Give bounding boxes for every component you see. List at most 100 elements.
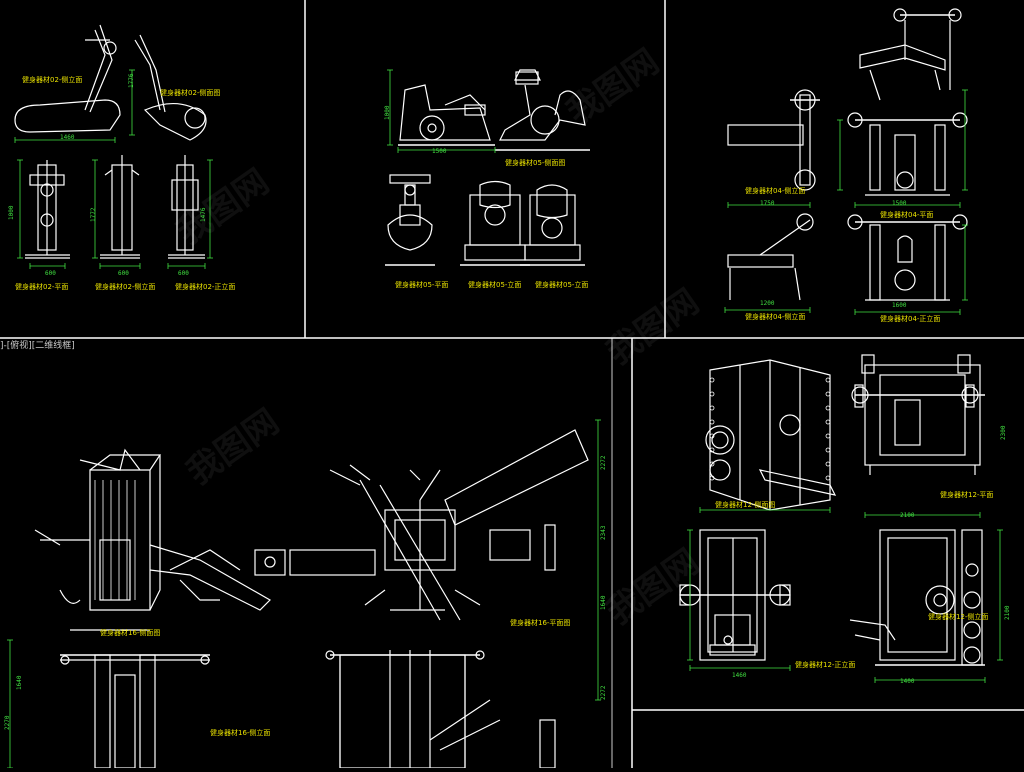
drawing-rect [399, 204, 421, 226]
drawing-circle [952, 214, 968, 230]
drawing-path [869, 69, 941, 101]
drawing-label: 健身器材04-平面 [880, 211, 934, 219]
drawing-circle [825, 377, 831, 383]
drawing-label: 健身器材02-侧立面 [95, 283, 156, 291]
dimension-text: 1640 [16, 675, 23, 690]
drawing-rect [389, 174, 431, 184]
drawing-label: 健身器材12-侧立面 [928, 613, 989, 621]
drawing-rect [464, 104, 486, 116]
drawing-label: 健身器材12-侧面图 [715, 501, 776, 509]
drawing-circle [925, 585, 955, 615]
drawing-circle [769, 584, 791, 606]
drawing-rect [139, 654, 156, 769]
drawing-circle [933, 593, 947, 607]
drawing-rect [515, 71, 539, 85]
drawing-rect [709, 644, 756, 656]
drawing-rect [799, 94, 811, 186]
drawing-circle [709, 391, 715, 397]
drawing-rect [469, 194, 521, 246]
dimension-text: 1500 [892, 200, 907, 207]
drawing-rect [464, 244, 526, 261]
drawing-path [499, 84, 586, 141]
drawing-circle [779, 414, 801, 436]
drawing-path [758, 469, 837, 496]
dimension-text: 1600 [892, 302, 907, 309]
drawing-circle [404, 184, 416, 196]
drawing-rect [869, 224, 881, 301]
drawing-path [14, 99, 121, 133]
drawing-rect [879, 529, 956, 661]
drawing-circle [709, 419, 715, 425]
drawing-circle [484, 204, 506, 226]
dimension-text: 1640 [600, 595, 607, 610]
drawing-circle [825, 447, 831, 453]
dimension-text: 1460 [732, 672, 747, 679]
drawing-circle [530, 105, 560, 135]
drawing-circle [541, 217, 563, 239]
drawing-label: 健身器材02-正立面 [175, 283, 236, 291]
drawing-rect [339, 654, 466, 769]
drawing-label: 健身器材02-平面 [15, 283, 69, 291]
drawing-circle [847, 214, 863, 230]
drawing-circle [963, 621, 981, 639]
drawing-label: 健身器材16-平面图 [510, 619, 571, 627]
drawing-circle [948, 8, 962, 22]
drawing-label: 健身器材12-正立面 [795, 661, 856, 669]
drawing-rect [524, 244, 581, 261]
drawing-rect [965, 384, 975, 408]
drawing-circle [963, 646, 981, 664]
drawing-circle [847, 112, 863, 128]
dimension-text: 600 [45, 270, 56, 277]
drawing-path [444, 429, 589, 526]
drawing-circle [40, 213, 54, 227]
drawing-label: 健身器材12-平面 [940, 491, 994, 499]
drawing-label: 健身器材16-侧立面 [210, 729, 271, 737]
drawing-rect [99, 539, 131, 601]
drawing-label: 健身器材05-立面 [468, 281, 522, 289]
drawing-circle [965, 563, 979, 577]
drawing-label: 健身器材02-侧立面 [22, 76, 83, 84]
drawing-path [134, 34, 166, 113]
dimension-text: 1772 [90, 207, 97, 222]
drawing-circle [200, 655, 210, 665]
drawing-rect [289, 549, 376, 576]
drawing-label: 健身器材04-侧立面 [745, 313, 806, 321]
dimension-text: 1400 [900, 678, 915, 685]
drawing-path [89, 454, 162, 611]
layout-tab-label[interactable]: ]-[俯视][二维线框] [0, 341, 75, 351]
drawing-rect [539, 719, 556, 769]
drawing-path [399, 84, 491, 141]
dimension-text: 2272 [600, 455, 607, 470]
drawing-circle [794, 89, 816, 111]
drawing-rect [864, 364, 981, 466]
drawing-circle [825, 391, 831, 397]
drawing-path [859, 44, 946, 71]
drawing-circle [894, 269, 916, 291]
drawing-rect [94, 654, 111, 769]
drawing-label: 健身器材02-侧面图 [160, 89, 221, 97]
drawing-rect [934, 224, 946, 301]
drawing-rect [727, 124, 804, 146]
drawing-label: 健身器材04-正立面 [880, 315, 941, 323]
drawing-path [536, 184, 568, 219]
drawing-rect [489, 529, 531, 561]
drawing-path [849, 619, 896, 641]
drawing-rect [887, 537, 948, 653]
dimension-text: 1776 [128, 73, 135, 88]
dimension-text: 2343 [600, 525, 607, 540]
drawing-circle [60, 655, 70, 665]
drawing-label: 健身器材16-侧面图 [100, 629, 161, 637]
drawing-rect [114, 674, 136, 769]
drawing-path [59, 589, 150, 631]
dimension-text: 2300 [1000, 425, 1007, 440]
drawing-line [794, 267, 801, 301]
drawing-path [479, 180, 511, 209]
drawing-rect [727, 254, 794, 268]
drawing-rect [957, 354, 971, 374]
dimension-text: 1000 [8, 205, 15, 220]
drawing-label: 健身器材05-立面 [535, 281, 589, 289]
drawing-circle [723, 635, 733, 645]
drawing-circle [419, 115, 445, 141]
drawing-rect [861, 354, 875, 374]
dimension-text: 600 [118, 270, 129, 277]
